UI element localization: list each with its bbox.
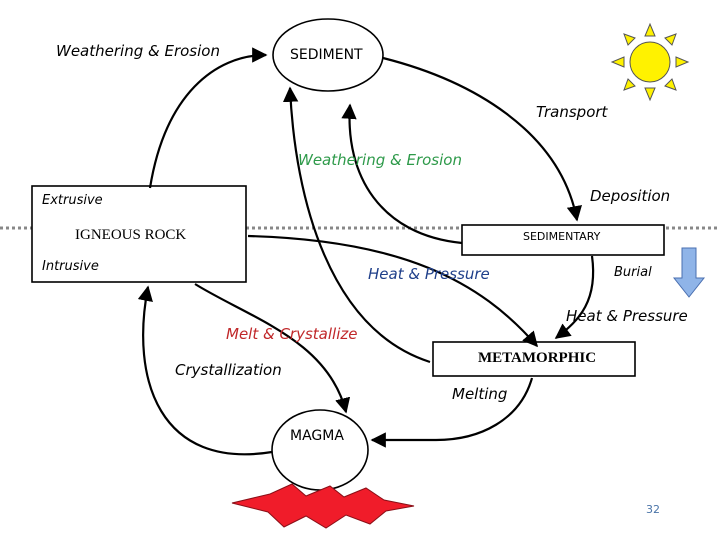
- heat-pressure-mid-label: Heat & Pressure: [368, 265, 490, 283]
- transport-label: Transport: [536, 103, 608, 121]
- arrow-metamorphic-to-magma: [370, 377, 534, 448]
- arrow-sedimentary-to-metamorphic: [554, 255, 595, 339]
- igneous-rock-node: [31, 185, 247, 283]
- sediment-node: [272, 18, 384, 92]
- burial-label: Burial: [614, 265, 652, 280]
- heat-burst-icon: [231, 483, 415, 529]
- arrow-magma-to-igneous: [137, 285, 273, 456]
- melting-label: Melting: [452, 385, 508, 403]
- arrow-sedimentary-to-sediment: [341, 103, 463, 245]
- magma-node: [271, 409, 369, 491]
- igneous-rock-label: IGNEOUS ROCK: [75, 227, 187, 243]
- down-arrow-icon: [672, 247, 706, 298]
- sediment-label: SEDIMENT: [290, 47, 363, 63]
- page-number: 32: [646, 503, 660, 516]
- crystallization-label: Crystallization: [175, 361, 282, 379]
- weathering-erosion-top-label: Weathering & Erosion: [56, 42, 220, 60]
- sedimentary-label: SEDIMENTARY: [523, 230, 601, 243]
- arrow-metamorphic-to-sediment: [282, 86, 431, 364]
- arrow-sediment-to-sedimentary: [382, 56, 582, 222]
- heat-pressure-right-label: Heat & Pressure: [566, 307, 688, 325]
- arrow-igneous-to-magma: [194, 283, 351, 414]
- intrusive-label: Intrusive: [42, 259, 99, 274]
- arrow-igneous-to-sediment: [148, 47, 268, 189]
- extrusive-label: Extrusive: [42, 193, 103, 208]
- magma-label: MAGMA: [290, 428, 344, 444]
- sun-icon: [610, 22, 690, 102]
- metamorphic-label: METAMORPHIC: [478, 350, 597, 366]
- melt-crystallize-label: Melt & Crystallize: [226, 325, 358, 343]
- arrow-igneous-to-metamorphic: [247, 234, 539, 348]
- deposition-label: Deposition: [590, 187, 671, 205]
- weathering-erosion-mid-label: Weathering & Erosion: [298, 151, 462, 169]
- sedimentary-node: [461, 224, 665, 256]
